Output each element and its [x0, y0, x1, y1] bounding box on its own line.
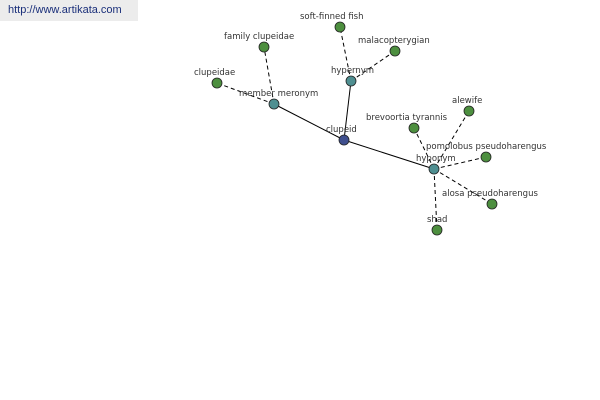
site-url-link[interactable]: http://www.artikata.com: [0, 0, 138, 21]
node-member-meronym[interactable]: [268, 98, 280, 110]
label-member-meronym: member meronym: [239, 89, 318, 99]
node-clupeid[interactable]: [338, 134, 350, 146]
edge-hypernym-to-malacopterygian: [350, 50, 396, 82]
edge-clupeid-to-hypernym: [343, 80, 352, 141]
edge-hypernym-to-soft-finned-fish: [339, 26, 352, 82]
label-malacopterygian: malacopterygian: [358, 36, 430, 46]
node-hypernym[interactable]: [345, 75, 357, 87]
edge-clupeid-to-hyponym: [343, 139, 435, 170]
label-clupeidae: clupeidae: [194, 68, 235, 78]
node-pomolobus-pseudoharengus[interactable]: [480, 151, 492, 163]
node-family-clupeidae[interactable]: [258, 41, 270, 53]
node-malacopterygian[interactable]: [389, 45, 401, 57]
edge-hyponym-to-shad: [433, 168, 438, 231]
label-shad: shad: [427, 215, 447, 225]
label-hyponym: hyponym: [416, 154, 456, 164]
edge-member-meronym-to-family-clupeidae: [263, 46, 275, 105]
edges-layer: [216, 26, 493, 231]
edge-hyponym-to-alewife: [433, 110, 470, 170]
nodes-layer: [211, 21, 498, 236]
label-soft-finned-fish: soft-finned fish: [300, 12, 364, 22]
label-pomolobus-pseudoharengus: pomolobus pseudoharengus: [426, 142, 547, 152]
edge-member-meronym-to-clupeidae: [216, 82, 275, 105]
label-clupeid: clupeid: [326, 125, 357, 135]
node-clupeidae[interactable]: [211, 77, 223, 89]
node-hyponym[interactable]: [428, 163, 440, 175]
node-shad[interactable]: [431, 224, 443, 236]
edge-clupeid-to-member-meronym: [273, 103, 345, 141]
label-hypernym: hypernym: [331, 66, 374, 76]
label-brevoortia-tyrannis: brevoortia tyrannis: [366, 113, 448, 123]
node-alosa-pseudoharengus[interactable]: [486, 198, 498, 210]
node-alewife[interactable]: [463, 105, 475, 117]
node-soft-finned-fish[interactable]: [334, 21, 346, 33]
edge-hyponym-to-brevoortia-tyrannis: [413, 127, 435, 170]
node-brevoortia-tyrannis[interactable]: [408, 122, 420, 134]
label-family-clupeidae: family clupeidae: [224, 32, 294, 42]
labels-layer: clupeid hypernym member meronym hyponym soft…: [194, 12, 547, 225]
label-alewife: alewife: [452, 96, 482, 106]
label-alosa-pseudoharengus: alosa pseudoharengus: [442, 189, 538, 199]
edge-hyponym-to-pomolobus-pseudoharengus: [433, 156, 487, 170]
edge-hyponym-to-alosa-pseudoharengus: [433, 168, 493, 205]
